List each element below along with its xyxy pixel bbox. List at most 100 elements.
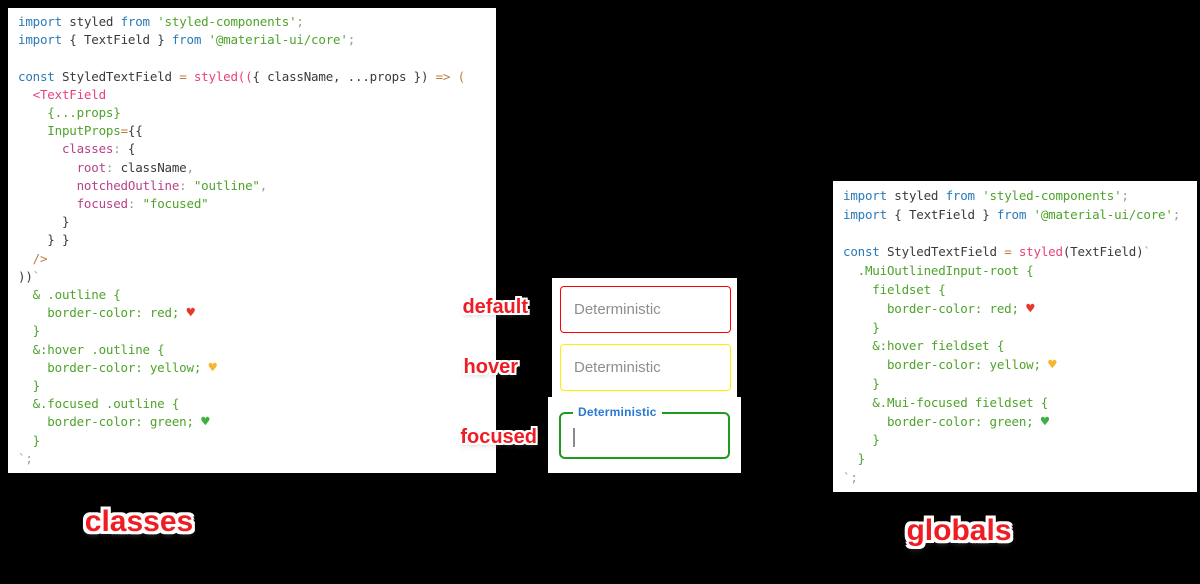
code-line — [843, 225, 1187, 244]
code-token: } — [843, 319, 880, 335]
code-token: "focused" — [142, 196, 209, 212]
textfield-hover[interactable] — [560, 344, 731, 391]
code-token: from — [945, 188, 976, 203]
classes-code-panel: import styled from 'styled-components';i… — [8, 8, 496, 473]
label-default: default — [462, 296, 528, 318]
code-line: notchedOutline: "outline", — [18, 177, 486, 195]
textfield-default-input[interactable] — [561, 287, 730, 332]
code-line: import { TextField } from '@material-ui/… — [18, 31, 486, 49]
code-token: } — [843, 432, 880, 448]
code-token: fieldset { — [843, 281, 946, 297]
code-token: /> — [18, 250, 48, 266]
code-token: const — [843, 244, 880, 260]
green-heart-emoji: ♥ — [1040, 413, 1050, 430]
code-token: `; — [18, 450, 33, 466]
code-line: border-color: red; ♥ — [843, 300, 1187, 319]
code-token: => ( — [428, 68, 466, 84]
code-line: } — [18, 322, 486, 340]
code-token: : — [179, 177, 194, 193]
textfield-hover-input[interactable] — [561, 345, 730, 390]
code-token: styled — [61, 14, 121, 29]
code-token: { className, ...props }) — [252, 68, 429, 84]
code-token: import — [843, 206, 887, 222]
code-line: import styled from 'styled-components'; — [843, 187, 1187, 206]
code-token — [1012, 244, 1019, 259]
code-token: ; — [296, 14, 304, 29]
code-line: /> — [18, 250, 486, 268]
label-hover: hover — [463, 356, 518, 378]
code-line: ))` — [18, 268, 486, 286]
code-token: border-color: green; — [18, 414, 202, 430]
textfield-focused-label: Deterministic — [573, 405, 662, 419]
code-token: '@material-ui/core' — [208, 32, 348, 48]
code-token: border-color: yellow; — [18, 359, 209, 375]
code-token: const — [18, 68, 55, 84]
red-heart-emoji: ♥ — [186, 305, 195, 322]
code-token: InputProps — [18, 123, 121, 139]
text-cursor-icon — [573, 428, 575, 447]
globals-code-panel: import styled from 'styled-components';i… — [833, 181, 1197, 492]
code-token: <TextField — [18, 86, 106, 102]
code-token: , — [259, 177, 268, 193]
yellow-heart-emoji: ♥ — [1048, 357, 1057, 374]
code-token: StyledTextField — [879, 244, 1005, 260]
code-line: import { TextField } from '@material-ui/… — [843, 206, 1187, 225]
code-token: {{ — [127, 123, 143, 139]
code-token: = — [1004, 244, 1012, 260]
code-token: = — [120, 123, 129, 139]
code-token: { TextField } — [61, 32, 172, 48]
code-token: notchedOutline — [18, 177, 180, 193]
code-token: '@material-ui/core' — [1033, 206, 1173, 222]
code-line — [18, 49, 486, 67]
code-token: (TextField) — [1062, 244, 1144, 260]
label-globals: globals — [906, 514, 1012, 547]
code-token: & .outline { — [18, 287, 121, 303]
code-token: 'styled-components' — [982, 188, 1122, 203]
label-classes: classes — [84, 505, 194, 538]
code-token — [187, 69, 194, 84]
code-token: border-color: red; — [18, 305, 187, 321]
code-token: styled(( — [193, 68, 253, 84]
code-line: fieldset { — [843, 281, 1187, 300]
textfield-focused-input[interactable] — [561, 414, 728, 457]
code-line: `; — [843, 469, 1187, 488]
code-token: root — [18, 159, 107, 175]
code-token: styled — [1018, 244, 1063, 260]
code-token: } — [18, 432, 41, 448]
code-token: = — [179, 68, 187, 84]
code-token: &.Mui-focused fieldset { — [843, 394, 1049, 410]
code-line: InputProps={{ — [18, 122, 486, 140]
code-line: `; — [18, 450, 486, 468]
code-token: { — [127, 141, 136, 157]
code-token: ; — [1121, 188, 1129, 203]
code-token: import — [18, 14, 62, 29]
code-line: &:hover .outline { — [18, 341, 486, 359]
code-line: border-color: red; ♥ — [18, 304, 486, 322]
code-token: "outline" — [193, 177, 260, 193]
code-line: .MuiOutlinedInput-root { — [843, 262, 1187, 281]
code-token: , — [186, 159, 195, 175]
textfield-focused[interactable]: Deterministic — [559, 405, 730, 459]
textfield-default[interactable] — [560, 286, 731, 333]
code-line: & .outline { — [18, 286, 486, 304]
code-token: from — [171, 32, 202, 48]
code-line: border-color: green; ♥ — [843, 413, 1187, 432]
code-token: &:hover .outline { — [18, 341, 165, 357]
code-token: border-color: red; — [843, 300, 1027, 316]
code-line: const StyledTextField = styled(({ classN… — [18, 68, 486, 86]
code-line: } — [843, 319, 1187, 338]
code-token: : — [127, 196, 143, 212]
code-token: ; — [347, 32, 356, 48]
code-line: border-color: yellow; ♥ — [843, 356, 1187, 375]
code-token: import — [18, 32, 62, 48]
code-line: } — [18, 213, 486, 231]
code-line: focused: "focused" — [18, 195, 486, 213]
code-token: } } — [18, 232, 70, 248]
code-token: from — [996, 206, 1027, 222]
code-token: 'styled-components' — [157, 14, 297, 29]
code-token — [1026, 207, 1033, 222]
code-token: {...props} — [18, 105, 121, 121]
code-line: root: className, — [18, 159, 486, 177]
code-line: } — [18, 432, 486, 450]
